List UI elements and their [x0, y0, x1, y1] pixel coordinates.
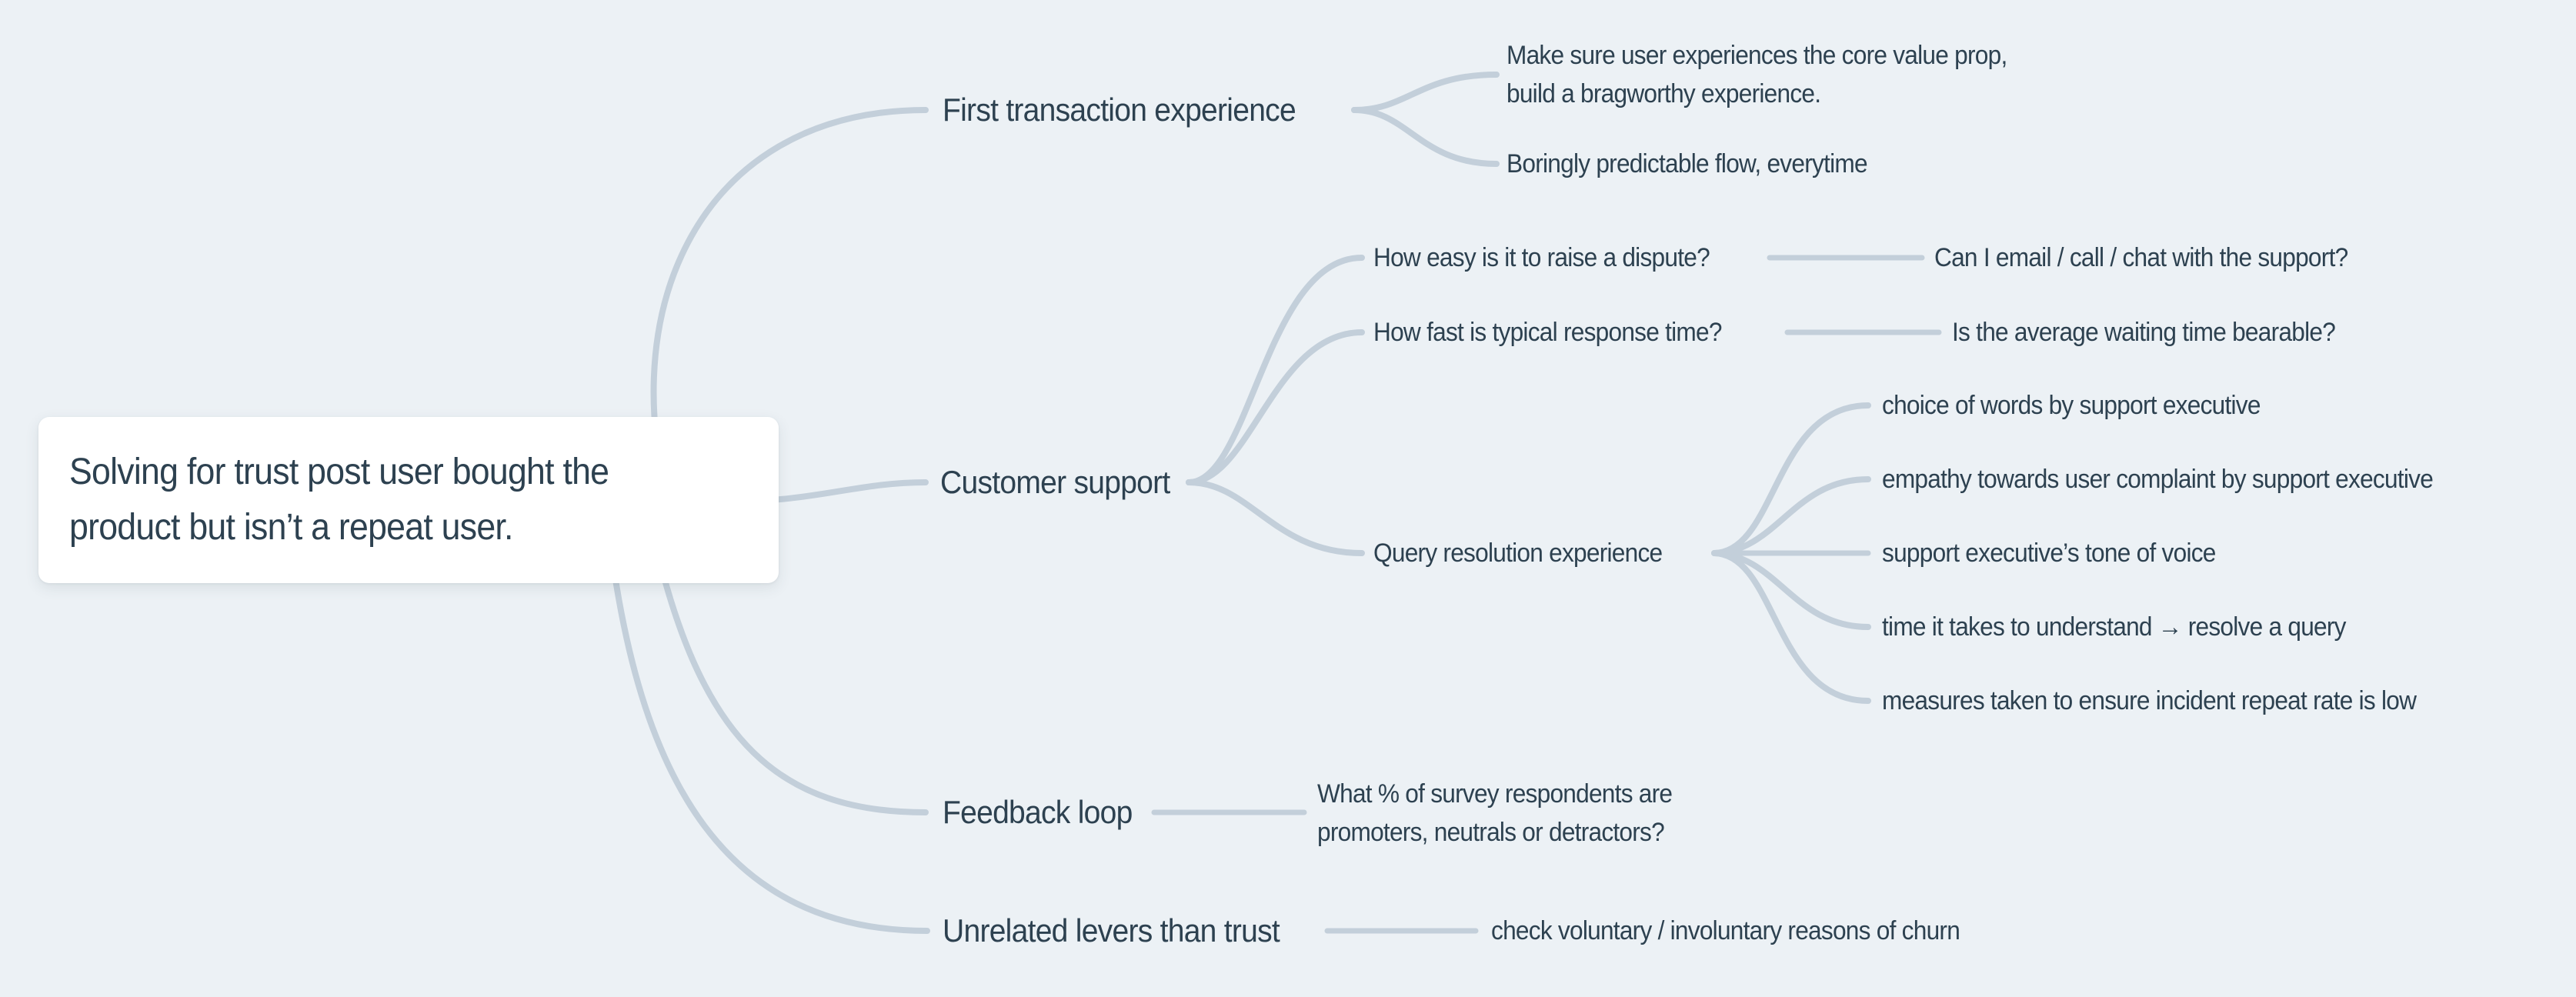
connector-group: [609, 72, 1942, 934]
connector-path: [609, 551, 930, 934]
node-email-call-chat-support[interactable]: Can I email / call / chat with the suppo…: [1934, 243, 2348, 272]
connector-path: [1711, 550, 1871, 704]
node-how-fast-response-time[interactable]: How fast is typical response time?: [1373, 318, 1722, 347]
node-core-value-prop[interactable]: Make sure user experiences the core valu…: [1507, 41, 2007, 108]
node-query-resolution-experience[interactable]: Query resolution experience: [1373, 539, 1663, 568]
connector-path: [1711, 550, 1871, 630]
branch-first-transaction-experience[interactable]: First transaction experience: [943, 92, 1296, 128]
node-boringly-predictable-flow[interactable]: Boringly predictable flow, everytime: [1507, 149, 1868, 178]
node-time-to-resolve-query[interactable]: time it takes to understand → resolve a …: [1882, 612, 2347, 642]
branch-customer-support[interactable]: Customer support: [940, 464, 1170, 500]
branch-unrelated-levers[interactable]: Unrelated levers than trust: [943, 912, 1280, 949]
node-empathy-towards-user[interactable]: empathy towards user complaint by suppor…: [1882, 465, 2434, 494]
connector-path: [1711, 476, 1871, 556]
node-reasons-of-churn[interactable]: check voluntary / involuntary reasons of…: [1491, 916, 1960, 945]
node-average-waiting-time[interactable]: Is the average waiting time bearable?: [1952, 318, 2336, 347]
connector-path: [1186, 255, 1365, 485]
node-incident-repeat-rate[interactable]: measures taken to ensure incident repeat…: [1882, 686, 2417, 715]
root-node[interactable]: Solving for trust post user bought the p…: [38, 417, 779, 583]
connector-path: [1186, 329, 1365, 485]
connector-path: [1351, 107, 1500, 167]
node-choice-of-words[interactable]: choice of words by support executive: [1882, 391, 2261, 420]
connector-path: [1186, 479, 1365, 556]
branch-feedback-loop[interactable]: Feedback loop: [943, 794, 1133, 830]
node-tone-of-voice[interactable]: support executive’s tone of voice: [1882, 539, 2216, 568]
connector-path: [1711, 402, 1871, 556]
connector-path: [655, 551, 929, 815]
node-survey-promoters-detractors[interactable]: What % of survey respondents are promote…: [1317, 779, 1673, 847]
connector-path: [1351, 72, 1500, 113]
root-node-label: Solving for trust post user bought the p…: [69, 452, 609, 548]
node-how-easy-raise-dispute[interactable]: How easy is it to raise a dispute?: [1373, 243, 1710, 272]
